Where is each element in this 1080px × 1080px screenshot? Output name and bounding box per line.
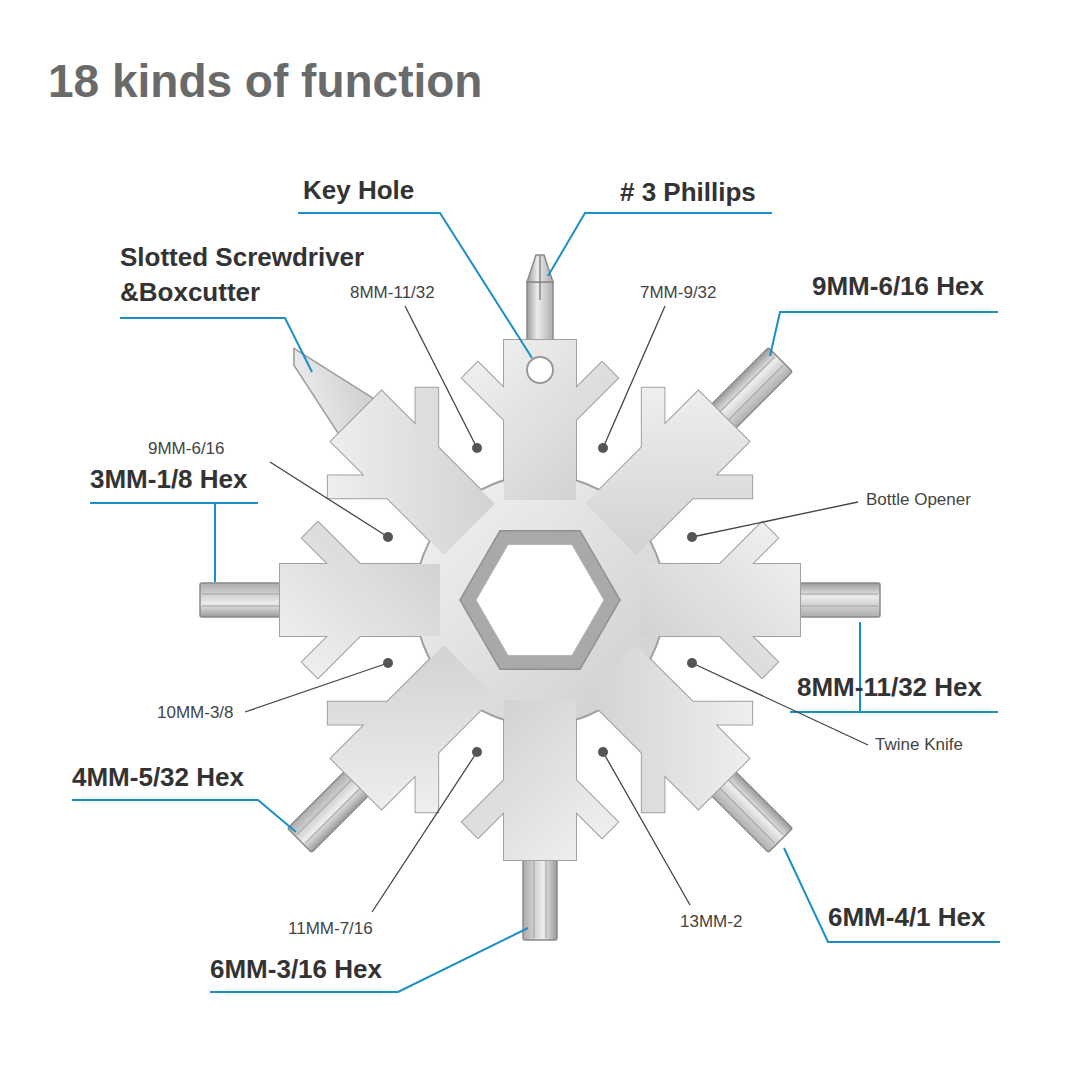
label-anchor: Twine Knife xyxy=(875,734,963,755)
label-anchor: 11MM-7/16 xyxy=(288,918,373,939)
function-label: 8MM-11/32 Hex xyxy=(797,672,982,702)
label-anchor: 6MM-3/16 Hex xyxy=(210,954,382,984)
label-anchor: 13MM-2 xyxy=(680,911,742,932)
function-label: 6MM-3/16 Hex xyxy=(210,954,382,984)
label-anchor: # 3 Phillips xyxy=(620,177,756,207)
wrench-size-label: Twine Knife xyxy=(875,734,963,755)
label-anchor: 9MM-6/16 xyxy=(148,438,225,459)
key-hole xyxy=(527,357,553,383)
label-anchor: 7MM-9/32 xyxy=(640,282,717,303)
label-anchor: 10MM-3/8 xyxy=(157,702,234,723)
label-anchor: Key Hole xyxy=(303,175,414,205)
label-anchor: 9MM-6/16 Hex xyxy=(812,271,984,301)
hex-hole xyxy=(460,531,620,670)
label-anchor: 3MM-1/8 Hex xyxy=(90,464,248,494)
wrench-size-label: 9MM-6/16 xyxy=(148,438,225,459)
function-label: 6MM-4/1 Hex xyxy=(828,902,986,932)
label-anchor: Bottle Opener xyxy=(866,489,971,510)
wrench-size-label: Bottle Opener xyxy=(866,489,971,510)
wrench-size-label: 13MM-2 xyxy=(680,911,742,932)
wrench-size-label: 7MM-9/32 xyxy=(640,282,717,303)
diagram-title: 18 kinds of function xyxy=(48,54,482,108)
label-anchor: 18 kinds of function xyxy=(48,54,482,108)
label-anchor: 8MM-11/32 xyxy=(350,282,435,303)
function-label: 9MM-6/16 Hex xyxy=(812,271,984,301)
function-label: 4MM-5/32 Hex xyxy=(72,762,244,792)
label-anchor: 4MM-5/32 Hex xyxy=(72,762,244,792)
label-anchor: 6MM-4/1 Hex xyxy=(828,902,986,932)
function-label: 3MM-1/8 Hex xyxy=(90,464,248,494)
label-anchor: 8MM-11/32 Hex xyxy=(797,672,982,702)
snowflake-arms xyxy=(280,340,800,860)
wrench-size-label: 10MM-3/8 xyxy=(157,702,234,723)
function-label: # 3 Phillips xyxy=(620,177,756,207)
wrench-size-label: 8MM-11/32 xyxy=(350,282,435,303)
wrench-size-label: 11MM-7/16 xyxy=(288,918,373,939)
function-label: Key Hole xyxy=(303,175,414,205)
tool-bits xyxy=(200,255,880,940)
